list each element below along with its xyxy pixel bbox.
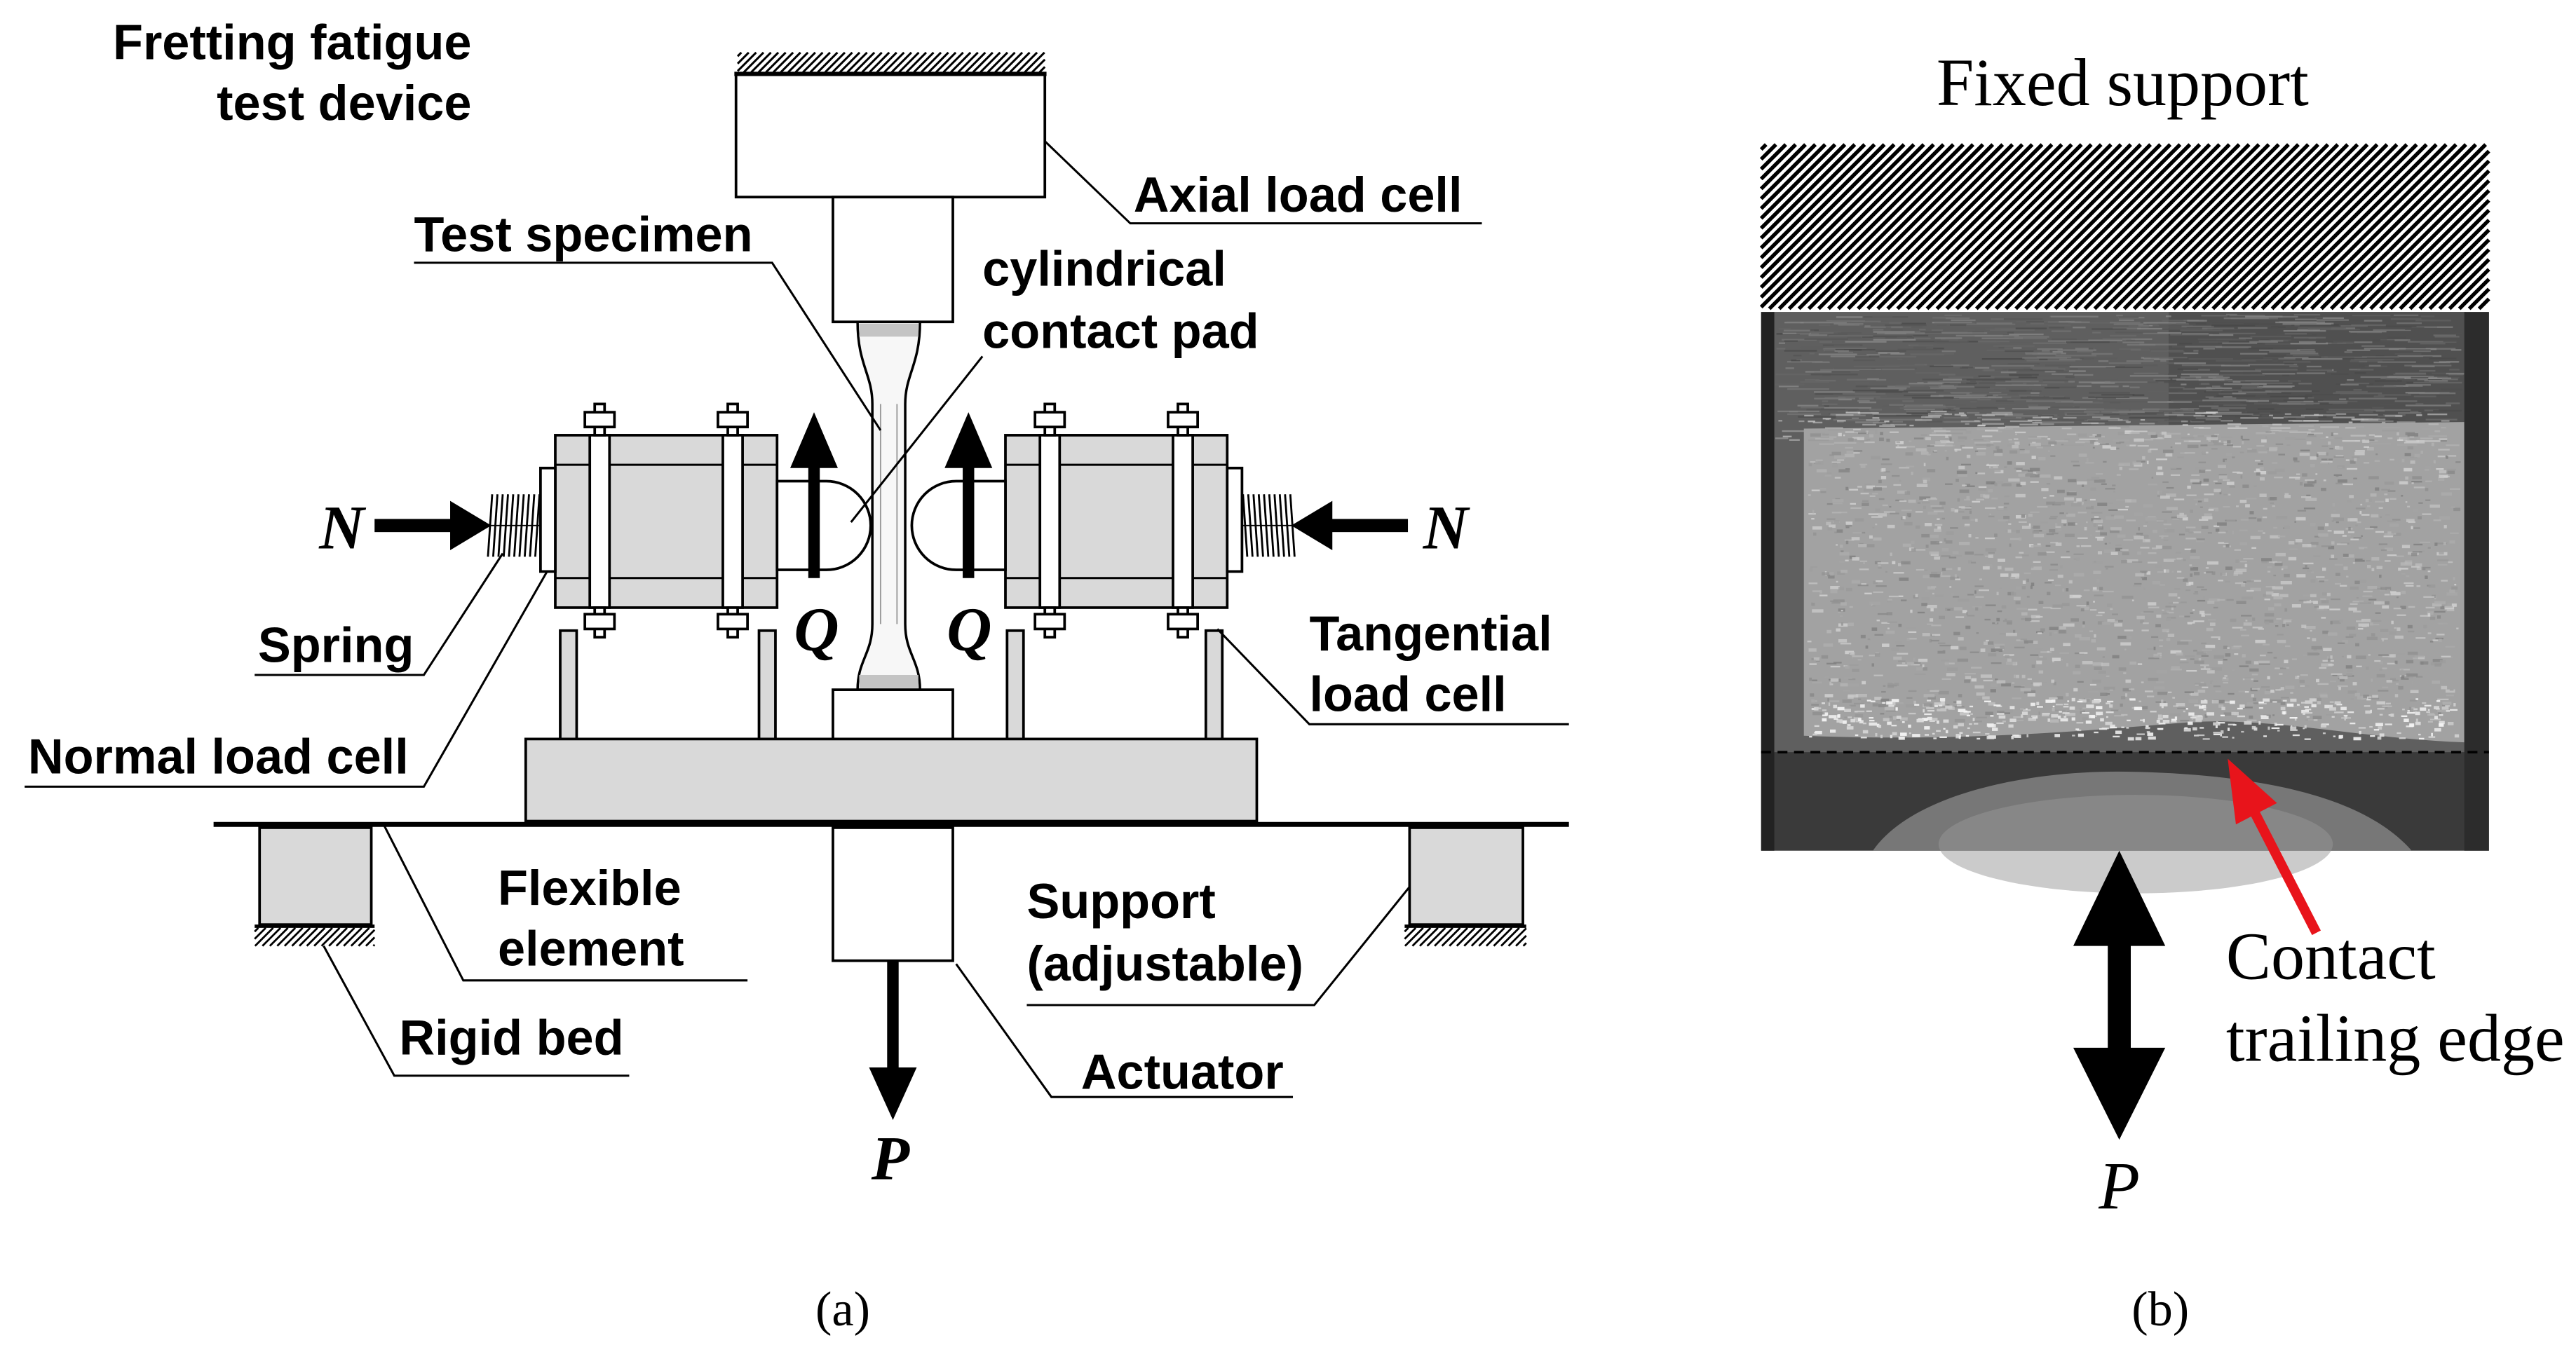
bolt-nut [717,411,749,429]
normal-force-symbol-right: N [1423,494,1470,563]
left-rigid-bed-hatch [254,927,376,947]
right-support-block [1408,826,1524,927]
label-spring: Spring [255,552,504,676]
bolt-nut [583,411,616,429]
axial-load-arrow [869,960,917,1120]
label-normal-load-cell: Normal load cell [25,571,548,788]
rigid-bed-leader [323,945,630,1077]
support-leader [1026,886,1411,1006]
trailing-edge-arrow [2228,758,2321,936]
left-fixture-leg [559,629,578,741]
right-contact-fixture [910,402,1409,741]
tangential-force-symbol-right: Q [947,596,991,664]
actuator-label: Actuator [1081,1044,1284,1099]
right-rigid-bed-hatch [1404,927,1527,947]
cylindrical-contact-pad [910,479,1007,571]
contact-trailing-edge-label-line2: trailing edge [2226,1001,2565,1076]
tangential-load-cell-label-line2: load cell [1309,667,1506,722]
left-fixture-leg [757,629,777,741]
left-support-block [258,826,373,927]
bolt-nut [717,613,749,631]
specimen-top-shoulder [859,323,918,337]
spring-coil [486,494,541,557]
specimen-bottom-shoulder [859,675,918,688]
axial-load-cell-block [734,72,1047,199]
label-rigid-bed: Rigid bed [323,945,630,1077]
fixed-support-hatch [1759,143,2490,310]
right-fixture-leg [1005,629,1025,741]
test-specimen-leader [414,261,882,431]
label-flexible-element: Flexible element [383,825,748,982]
axial-load-cell-label: Axial load cell [1134,167,1463,222]
label-tangential-load-cell: Tangential load cell [1216,606,1569,725]
axial-load-symbol: P [871,1124,910,1193]
device-title-line2: test device [217,75,471,130]
normal-load-cell-label: Normal load cell [28,729,409,784]
tangential-load-cell-label-line1: Tangential [1309,606,1552,661]
tangential-force-arrow [944,412,993,578]
support-label-line2: (adjustable) [1026,936,1303,991]
flexible-element-leader [383,825,748,982]
panel-b-caption: (b) [2131,1282,2189,1337]
fixed-support-label: Fixed support [1937,45,2309,120]
bolt-nut [1167,613,1200,631]
actuator-block [832,826,954,962]
flexible-element-label-line2: element [498,921,684,976]
right-fixture-tie-rod [1172,434,1194,609]
photo-surface-texture [1775,313,2465,741]
worn-contact-region [1803,422,2465,743]
label-support: Support (adjustable) [1026,873,1411,1006]
tangential-force-arrow [790,412,838,578]
contact-trailing-edge-label-line1: Contact [2226,918,2436,993]
panel-a: Fretting fatigue test device [25,14,1569,1337]
right-fixture-tie-rod [1038,434,1062,609]
bolt-nut [1033,613,1066,631]
top-fixed-support-hatch [736,51,1046,74]
label-actuator: Actuator [955,963,1294,1099]
contact-pad-leader [850,355,984,524]
normal-load-cell-leader [25,571,548,788]
label-test-specimen: Test specimen [414,206,882,431]
test-specimen-label: Test specimen [414,206,752,261]
tangential-load-cell-leader [1216,628,1569,725]
panel-b: Fixed support P Contact trailing edge (b… [1759,45,2565,1337]
lower-grip-block [832,688,954,741]
support-label-line1: Support [1026,873,1215,929]
label-axial-load-cell: Axial load cell [1044,140,1482,225]
bolt-nut [1033,411,1066,429]
bolt-nut [583,613,616,631]
spring-leader [255,552,504,676]
upper-grip-block [832,196,954,324]
left-contact-fixture [374,402,872,741]
tangential-force-symbol-left: Q [794,596,839,664]
left-fixture-tie-rod [721,434,744,609]
panel-a-caption: (a) [815,1282,870,1337]
spring-label: Spring [258,617,414,672]
normal-force-arrow [1291,500,1409,550]
right-fixture-leg [1204,629,1224,741]
base-platform [524,737,1259,823]
contact-pad-label-line1: cylindrical [982,241,1226,296]
cylindrical-contact-pad [775,479,872,571]
normal-load-cell-plate [539,466,557,573]
bolt-nut [1167,411,1200,429]
axial-load-cell-leader [1044,140,1482,225]
rigid-bed-label: Rigid bed [399,1009,623,1065]
flexible-element-label-line1: Flexible [498,860,682,915]
device-title-line1: Fretting fatigue [113,14,471,69]
normal-force-arrow [374,500,492,550]
specimen-photo [1761,312,2489,894]
contact-pad-label-line2: contact pad [982,303,1259,359]
axial-load-symbol-b: P [2098,1149,2140,1224]
normal-force-symbol-left: N [318,494,366,563]
actuator-leader [955,963,1294,1098]
left-fixture-tie-rod [588,434,611,609]
label-contact-pad: cylindrical contact pad [850,241,1259,524]
right-load-cell-plate [1226,466,1244,573]
spring-coil [1242,494,1296,557]
cyclic-load-double-arrow [2073,850,2166,1140]
